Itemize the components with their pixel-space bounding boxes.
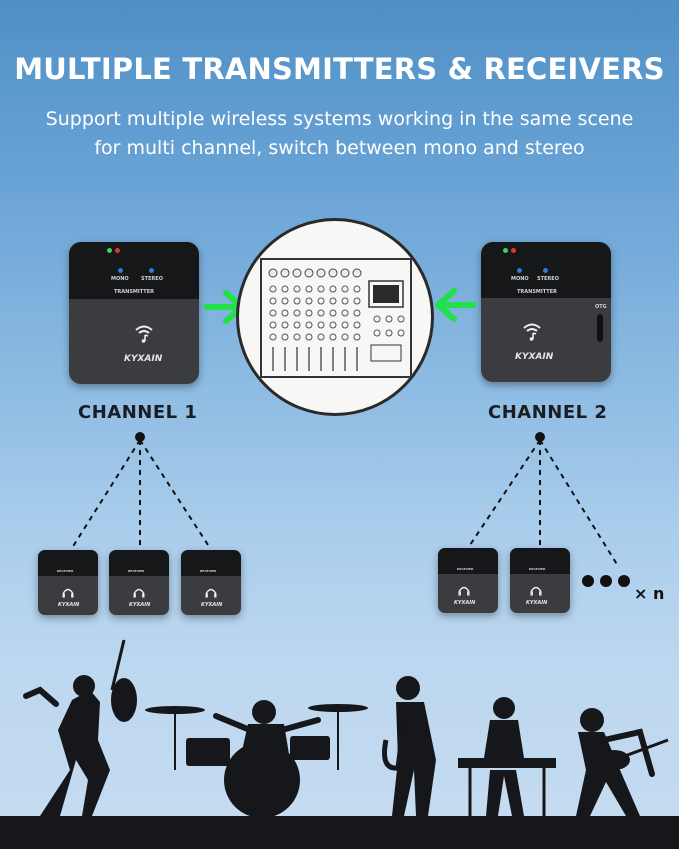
- transmitter-label: TRANSMITTER: [114, 289, 154, 295]
- brand-logo: KYXAIN: [58, 602, 80, 608]
- receiver-screen: [38, 550, 98, 576]
- brand-logo: KYXAIN: [515, 352, 554, 362]
- mono-label: MONO: [111, 276, 129, 282]
- page-title: MULTIPLE TRANSMITTERS & RECEIVERS: [14, 52, 665, 86]
- transmitter-channel-1: MONO STEREO TRANSMITTER KYXAIN: [69, 242, 199, 384]
- receiver-label: RECEIVER: [200, 569, 217, 573]
- channel-2-label: CHANNEL 2: [488, 402, 608, 423]
- mono-led: [118, 268, 123, 273]
- headphone-icon: [530, 586, 542, 596]
- status-led-green: [503, 248, 508, 253]
- transmitter-label: TRANSMITTER: [517, 289, 557, 295]
- usb-c-port: [597, 314, 603, 342]
- receiver-1a: RECEIVER KYXAIN: [38, 550, 98, 615]
- arrow-left-icon: [435, 288, 476, 322]
- band-silhouette: [0, 639, 679, 849]
- receiver-label: RECEIVER: [128, 569, 145, 573]
- receiver-screen: [510, 548, 570, 574]
- receiver-label: RECEIVER: [457, 567, 474, 571]
- receiver-1b: RECEIVER KYXAIN: [109, 550, 169, 615]
- status-led-red: [511, 248, 516, 253]
- wifi-music-icon: [523, 323, 541, 341]
- receiver-2a: RECEIVER KYXAIN: [438, 548, 498, 613]
- stereo-label: STEREO: [141, 276, 163, 282]
- channel-1-label: CHANNEL 1: [78, 402, 198, 423]
- headphone-icon: [133, 588, 145, 598]
- brand-logo: KYXAIN: [454, 600, 476, 606]
- stereo-led: [543, 268, 548, 273]
- brand-logo: KYXAIN: [124, 354, 163, 364]
- receiver-label: RECEIVER: [529, 567, 546, 571]
- stereo-label: STEREO: [537, 276, 559, 282]
- receiver-2b: RECEIVER KYXAIN: [510, 548, 570, 613]
- channel-1-hub: [135, 432, 145, 442]
- brand-logo: KYXAIN: [201, 602, 223, 608]
- ellipsis-dots: [582, 575, 632, 589]
- channel-2-hub: [535, 432, 545, 442]
- mono-led: [517, 268, 522, 273]
- transmitter-channel-2: MONO STEREO TRANSMITTER KYXAIN OTG: [481, 242, 611, 382]
- stereo-led: [149, 268, 154, 273]
- more-count-label: × n: [634, 584, 665, 603]
- wifi-music-icon: [135, 325, 153, 343]
- receiver-1c: RECEIVER KYXAIN: [181, 550, 241, 615]
- receiver-screen: [438, 548, 498, 574]
- transmitter-screen: [69, 242, 199, 299]
- status-led-red: [115, 248, 120, 253]
- mixer-drawing: [260, 258, 412, 378]
- audio-mixer-illustration: [236, 218, 434, 416]
- receiver-screen: [109, 550, 169, 576]
- status-led-green: [107, 248, 112, 253]
- headphone-icon: [62, 588, 74, 598]
- otg-label: OTG: [595, 304, 607, 310]
- receiver-screen: [181, 550, 241, 576]
- brand-logo: KYXAIN: [526, 600, 548, 606]
- subtitle-line-2: for multi channel, switch between mono a…: [94, 137, 585, 159]
- subtitle-line-1: Support multiple wireless systems workin…: [45, 108, 634, 130]
- headphone-icon: [205, 588, 217, 598]
- headphone-icon: [458, 586, 470, 596]
- receiver-label: RECEIVER: [57, 569, 74, 573]
- mono-label: MONO: [511, 276, 529, 282]
- brand-logo: KYXAIN: [129, 602, 151, 608]
